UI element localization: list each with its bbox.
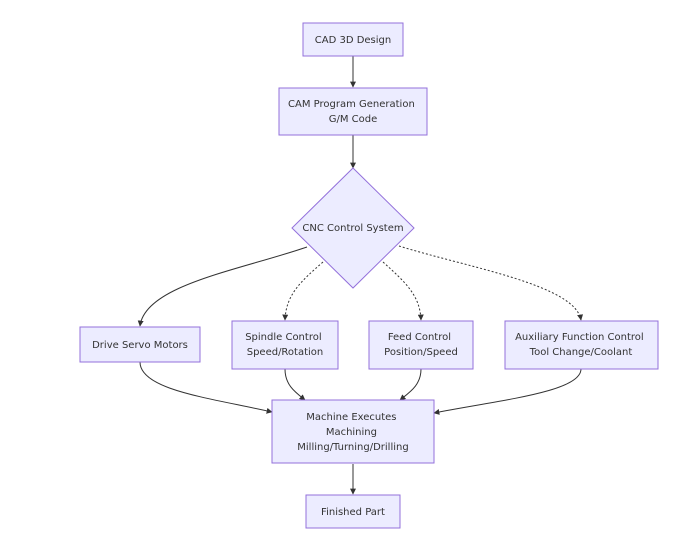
node-cad[interactable]: CAD 3D Design	[302, 22, 404, 57]
node-part-label: Finished Part	[321, 507, 385, 518]
node-cnc-label: CNC Control System	[302, 223, 403, 234]
node-servo[interactable]: Drive Servo Motors	[79, 326, 201, 363]
node-cam-label: CAM Program Generation G/M Code	[288, 99, 418, 125]
edge-cnc-to-spindle	[282, 261, 324, 321]
node-cad-shape	[302, 22, 404, 57]
node-feed-shape	[368, 320, 474, 370]
node-aux[interactable]: Auxiliary Function Control Tool Change/C…	[504, 320, 659, 370]
node-servo-shape	[79, 326, 201, 363]
node-part[interactable]: Finished Part	[305, 494, 401, 529]
node-feed-label: Feed Control Position/Speed	[384, 332, 458, 358]
node-spindle-label: Spindle Control Speed/Rotation	[245, 332, 325, 358]
node-cam[interactable]: CAM Program Generation G/M Code	[278, 87, 428, 136]
node-aux-shape	[504, 320, 659, 370]
node-cad-label: CAD 3D Design	[315, 35, 391, 46]
node-cam-shape	[278, 87, 428, 136]
edge-spindle-to-machine	[284, 368, 306, 401]
node-aux-label: Auxiliary Function Control Tool Change/C…	[515, 332, 647, 358]
node-servo-label: Drive Servo Motors	[92, 340, 188, 351]
edge-servo-to-machine	[139, 361, 273, 414]
node-machine-shape	[271, 399, 435, 464]
node-machine[interactable]: Machine Executes Machining Milling/Turni…	[271, 399, 435, 464]
edges	[137, 56, 584, 495]
edge-cnc-to-feed	[382, 261, 424, 321]
node-feed[interactable]: Feed Control Position/Speed	[368, 320, 474, 370]
node-machine-label: Machine Executes Machining Milling/Turni…	[297, 412, 408, 453]
edge-cnc-to-aux	[398, 245, 584, 321]
edge-aux-to-machine	[433, 368, 582, 415]
node-spindle-shape	[231, 320, 339, 370]
node-cnc[interactable]: CNC Control System	[291, 167, 415, 289]
node-spindle[interactable]: Spindle Control Speed/Rotation	[231, 320, 339, 370]
node-part-shape	[305, 494, 401, 529]
edge-feed-to-machine	[399, 368, 422, 401]
edge-cnc-to-servo	[137, 246, 308, 327]
node-cnc-shape	[291, 167, 415, 289]
